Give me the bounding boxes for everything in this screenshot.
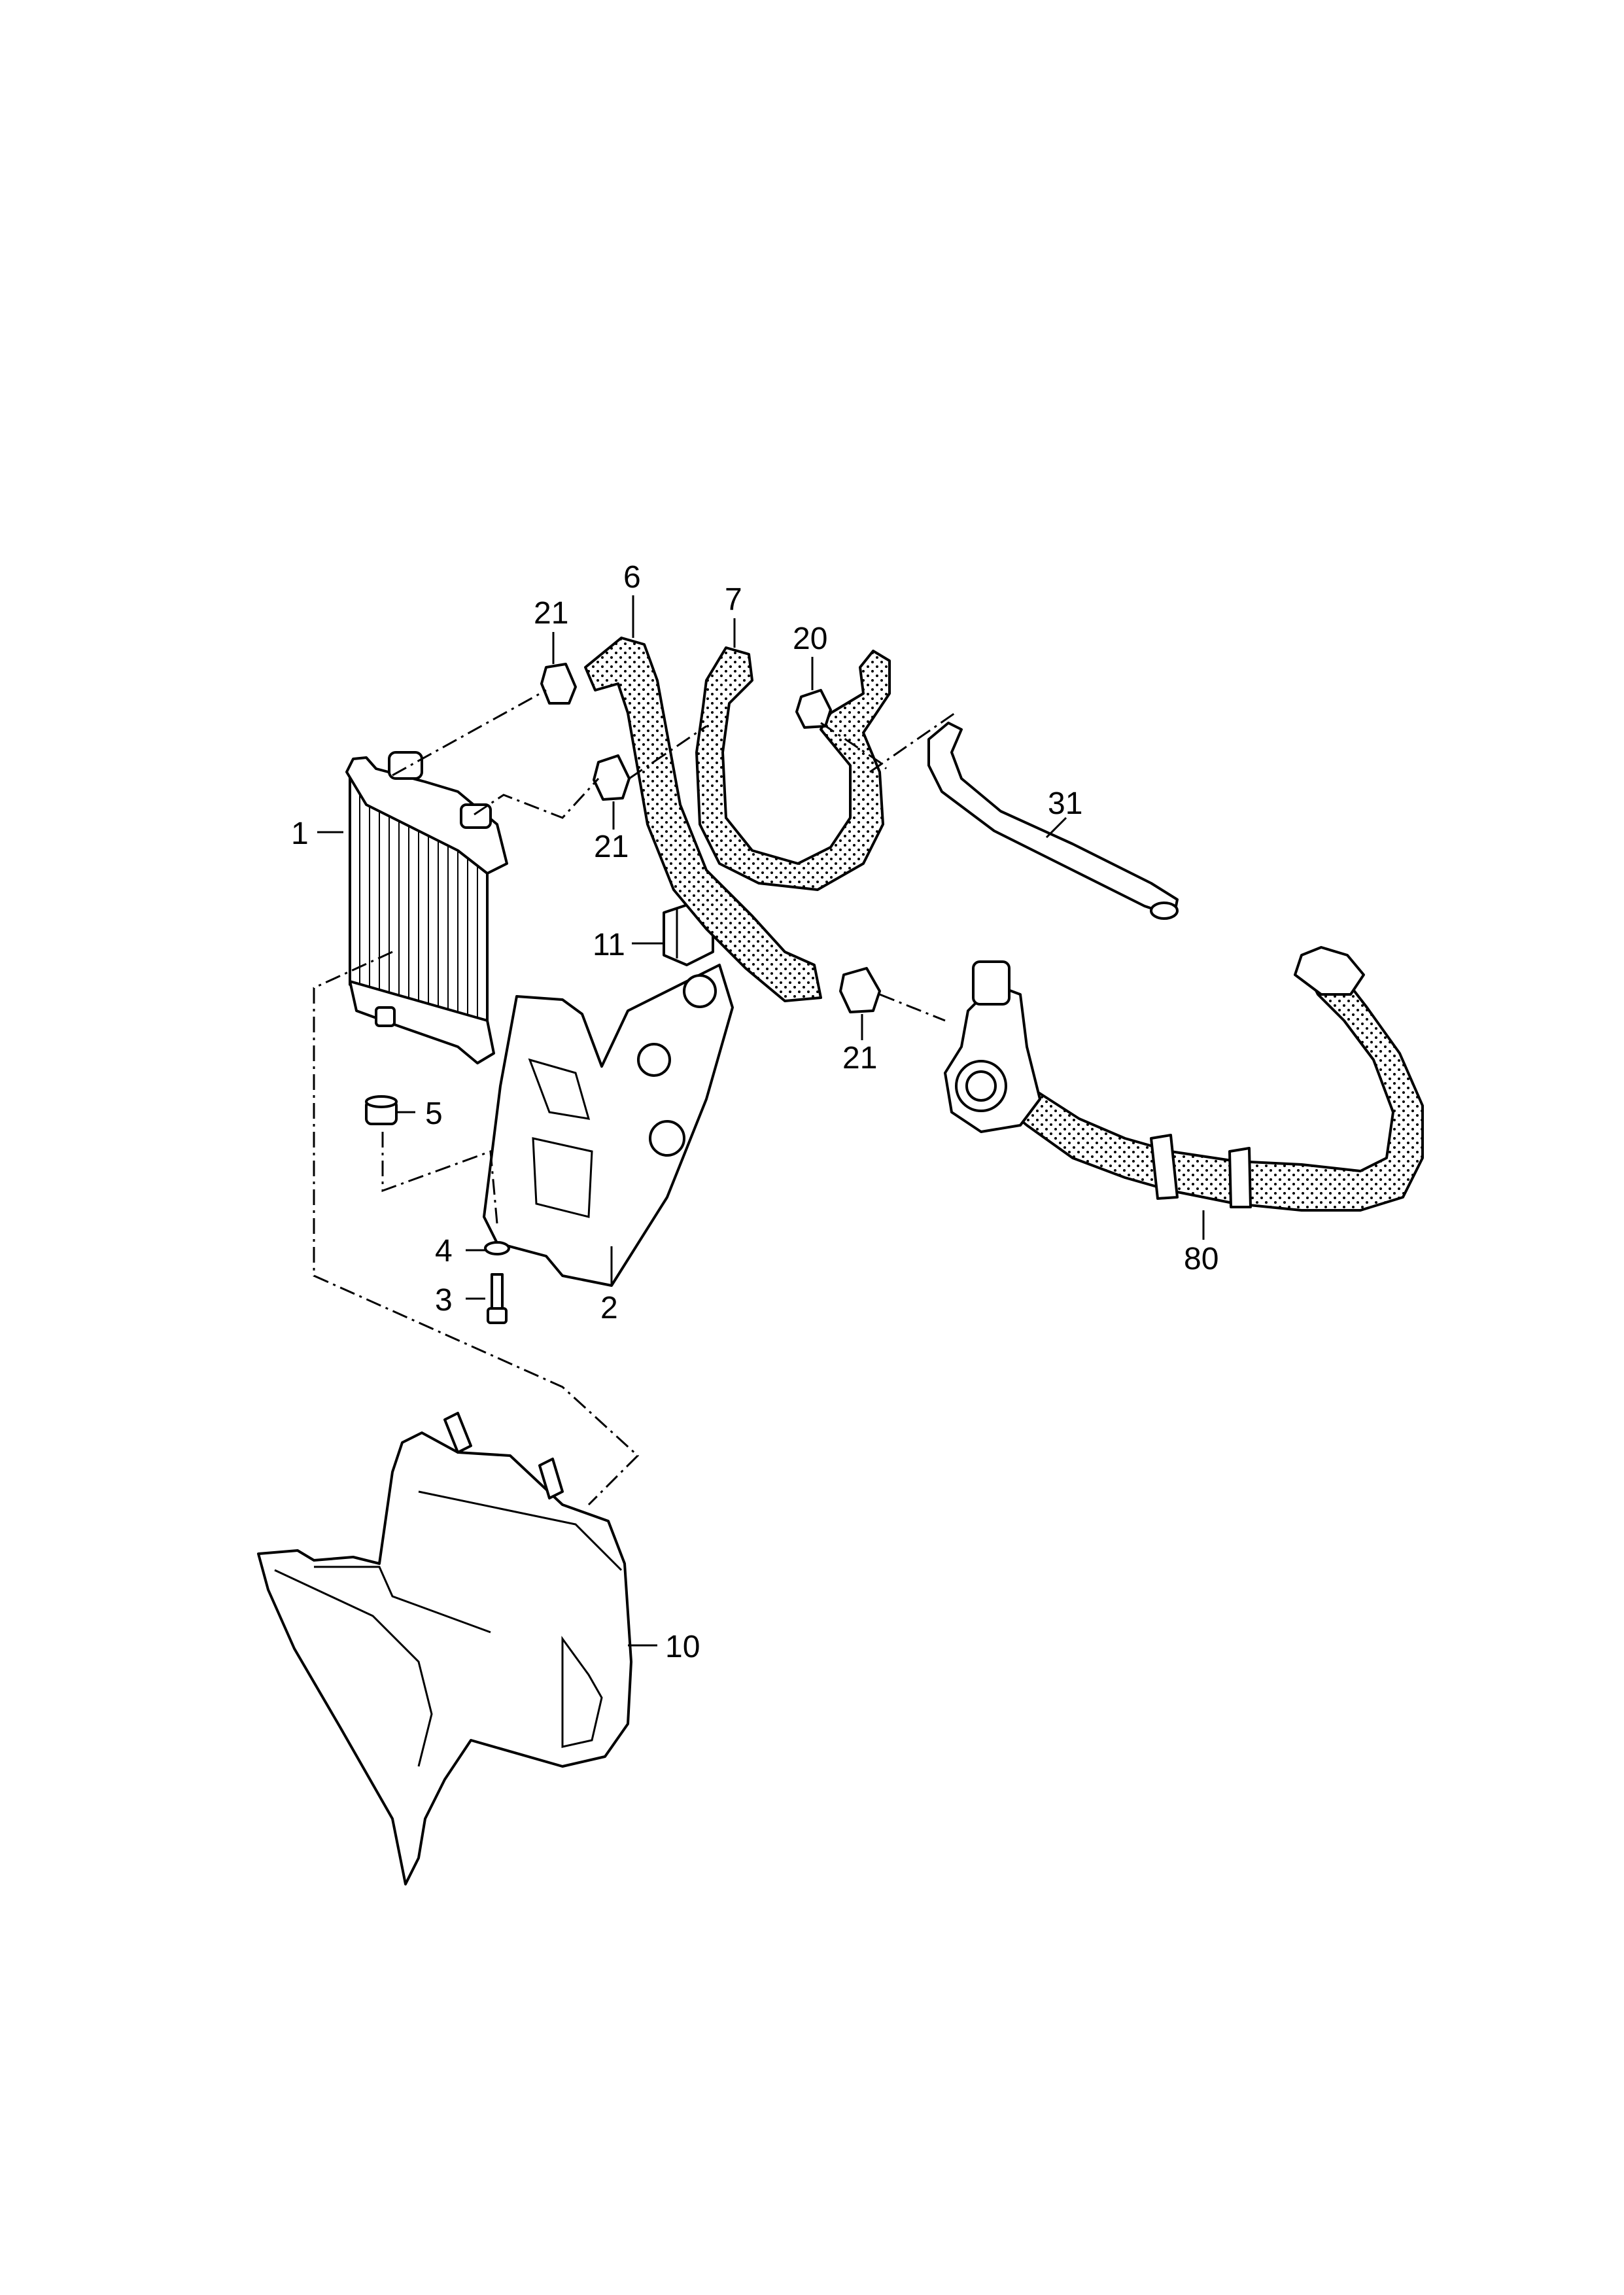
callout-1: 1 xyxy=(291,816,309,851)
callout-6: 6 xyxy=(623,560,641,595)
callout-7: 7 xyxy=(725,582,742,617)
leader-lines xyxy=(317,595,1205,1647)
air-duct xyxy=(257,1412,632,1885)
hose-80 xyxy=(944,946,1424,1212)
callout-2: 2 xyxy=(600,1291,618,1325)
clamp-21-lower xyxy=(839,967,881,1013)
rod-31 xyxy=(927,722,1179,920)
callout-11: 11 xyxy=(593,928,625,962)
callout-5: 5 xyxy=(425,1096,443,1131)
callout-21-lower: 21 xyxy=(842,1041,877,1076)
callout-80: 80 xyxy=(1184,1242,1218,1276)
clamp-21-top xyxy=(540,663,577,705)
callout-10: 10 xyxy=(665,1630,700,1664)
callout-21-middle: 21 xyxy=(594,830,629,864)
callout-3: 3 xyxy=(435,1283,453,1318)
callouts: 1 2 3 4 5 6 7 10 11 20 21 21 21 31 80 xyxy=(291,560,1218,1664)
assembly-lines xyxy=(313,689,956,1506)
bolt xyxy=(487,1273,508,1324)
clamp-21-middle xyxy=(593,754,631,801)
callout-21-top: 21 xyxy=(534,596,568,631)
radiator xyxy=(345,751,508,1064)
hose-7 xyxy=(695,646,891,891)
hose-6 xyxy=(584,637,822,1002)
callout-4: 4 xyxy=(435,1234,453,1269)
bracket xyxy=(483,964,734,1287)
washer xyxy=(484,1241,510,1255)
grommet xyxy=(365,1095,398,1125)
clamp-20 xyxy=(795,689,832,729)
callout-20: 20 xyxy=(793,622,827,656)
callout-31: 31 xyxy=(1048,786,1082,821)
